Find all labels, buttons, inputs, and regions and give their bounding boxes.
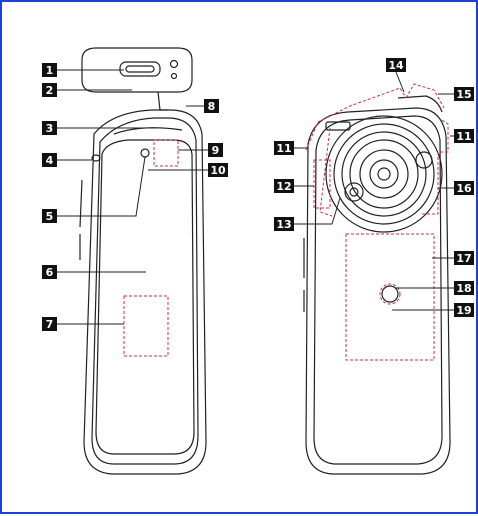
antenna-area-right [440,119,449,153]
antenna-area-top [405,83,445,109]
camera-ring-4 [359,149,409,199]
callout-2-label: 2 [46,84,54,97]
camera-ring-3 [349,139,419,209]
callout-13-label: 13 [276,218,291,231]
camera-lens-icon [369,159,399,189]
camera-ring-1 [333,123,435,225]
callout-16: 16 [454,181,474,195]
callout-18: 18 [454,281,474,295]
callout-11-right-label: 11 [456,130,471,143]
callout-8-label: 8 [208,100,216,113]
callout-2: 2 [42,83,57,97]
callout-11-right: 11 [454,129,474,143]
connector-slot [119,61,161,77]
camera-ring-2 [341,131,427,217]
callout-5: 5 [42,209,57,223]
inset-screw-icon [169,59,179,69]
flash-icon [344,182,364,202]
callout-19: 19 [454,303,474,317]
wireless-charge-area [345,233,435,361]
side-area-12 [313,159,331,209]
callout-15-label: 15 [456,88,471,101]
region-16 [422,152,439,215]
callout-14-label: 14 [388,59,404,72]
front-nfc-area [123,295,169,357]
front-side-line-1 [79,179,83,228]
inset-outline [81,47,193,93]
callout-1-label: 1 [46,64,54,77]
front-phone-bezel [91,117,199,465]
front-screen [95,139,195,455]
callout-12: 12 [274,179,294,193]
inset-pointer [157,91,168,111]
callout-12-label: 12 [276,180,291,193]
callout-13: 13 [274,217,294,231]
back-top-bump [397,95,443,113]
callout-7: 7 [42,317,57,331]
flash-inner-icon [349,187,359,197]
callout-14: 14 [386,58,406,72]
antenna-area-left [305,87,407,151]
callout-3: 3 [42,121,57,135]
front-phone-body [83,109,207,475]
callout-17: 17 [454,251,474,265]
front-camera-icon [140,148,150,158]
callout-8: 8 [204,99,219,113]
connector-inner [125,65,155,73]
leader-5 [56,156,146,217]
callout-11-left-label: 11 [276,142,291,155]
callout-7-label: 7 [46,318,54,331]
callout-4-label: 4 [46,154,54,167]
callout-11-left: 11 [274,141,294,155]
sensor-icon [415,151,433,169]
callout-9-label: 9 [212,144,220,157]
top-slot [325,121,351,131]
callout-15: 15 [454,87,474,101]
callout-6-label: 6 [46,266,54,279]
back-callouts: 11 11 12 13 14 15 16 17 18 19 [274,58,474,317]
callout-10-label: 10 [210,164,226,177]
callout-9: 9 [208,143,223,157]
leader-14 [395,71,405,93]
camera-lens-center [377,167,391,181]
front-sensor-area [153,139,179,167]
connector-inset [81,47,193,111]
callout-4: 4 [42,153,57,167]
fingerprint-sensor-icon [381,285,399,303]
callout-10: 10 [208,163,228,177]
callout-5-label: 5 [46,210,54,223]
callout-6: 6 [42,265,57,279]
callout-19-label: 19 [456,304,471,317]
earpiece-icon [91,154,101,162]
front-phone [79,109,207,475]
fingerprint-area [379,283,401,305]
callout-17-label: 17 [456,252,471,265]
inset-hole-icon [170,72,178,80]
back-phone [303,95,451,475]
front-callouts: 1 2 3 4 5 6 7 8 9 10 [42,63,228,331]
camera-ring-outer [325,115,443,233]
callout-3-label: 3 [46,122,54,135]
callout-16-label: 16 [456,182,472,195]
back-phone-body [305,107,451,475]
callout-18-label: 18 [456,282,471,295]
callout-1: 1 [42,63,57,77]
leader-13 [294,197,341,225]
front-top-edge [113,127,183,135]
